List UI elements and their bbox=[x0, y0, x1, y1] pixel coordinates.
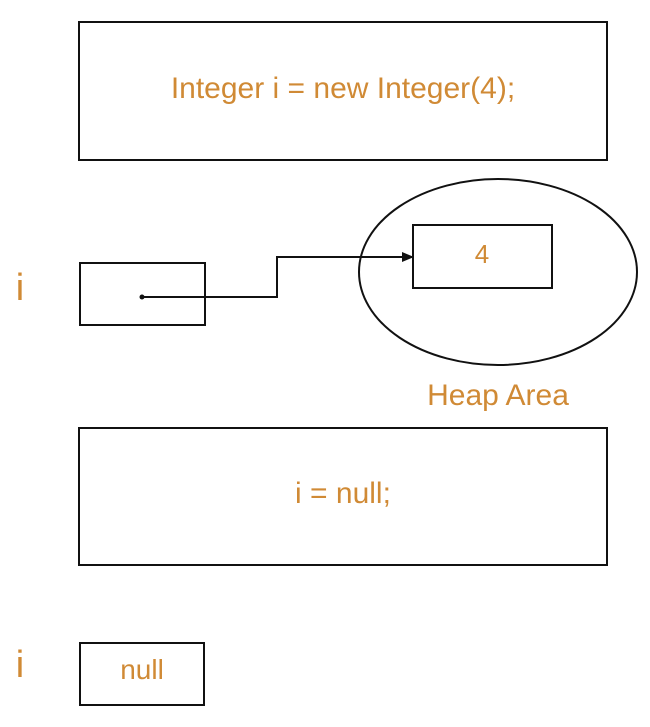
reference-box-i bbox=[79, 262, 206, 326]
null-value-text: null bbox=[120, 654, 164, 685]
code-box-null-assignment bbox=[78, 427, 608, 566]
heap-area-label: Heap Area bbox=[427, 379, 569, 412]
heap-object-box bbox=[412, 224, 553, 289]
null-assignment-code-text: i = null; bbox=[295, 477, 391, 510]
heap-area-ellipse bbox=[358, 178, 638, 366]
reference-box-null bbox=[79, 642, 205, 706]
reference-arrow bbox=[142, 252, 414, 298]
variable-i-label-2: i bbox=[16, 644, 24, 686]
heap-object-value: 4 bbox=[475, 239, 489, 269]
declaration-code-text: Integer i = new Integer(4); bbox=[171, 72, 515, 105]
code-box-declaration bbox=[78, 21, 608, 161]
variable-i-label-1: i bbox=[16, 267, 24, 309]
